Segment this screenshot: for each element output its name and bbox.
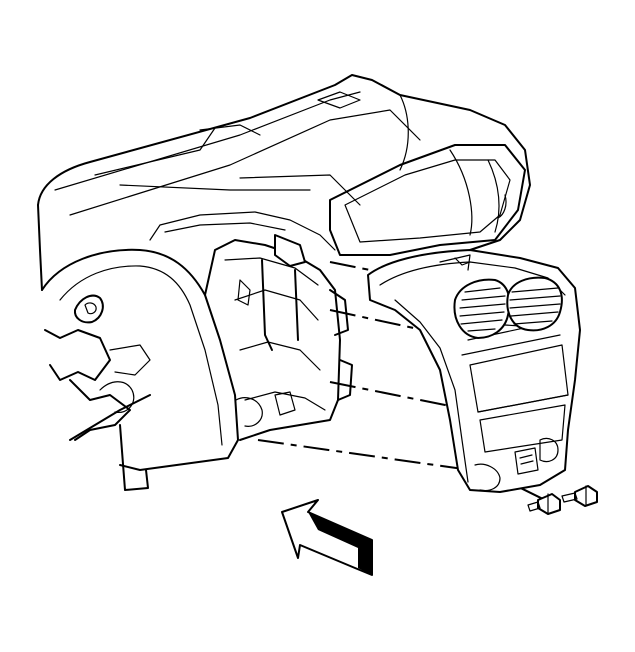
instrument-panel	[37, 74, 531, 291]
air-vent-right	[506, 276, 563, 332]
air-vent-left	[453, 278, 511, 339]
center-support-bracket	[204, 234, 353, 441]
fastener-bolt-1	[527, 493, 561, 515]
fastener-bolt-2	[561, 485, 598, 507]
direction-arrow	[281, 499, 373, 576]
steering-column-opening	[41, 211, 336, 491]
